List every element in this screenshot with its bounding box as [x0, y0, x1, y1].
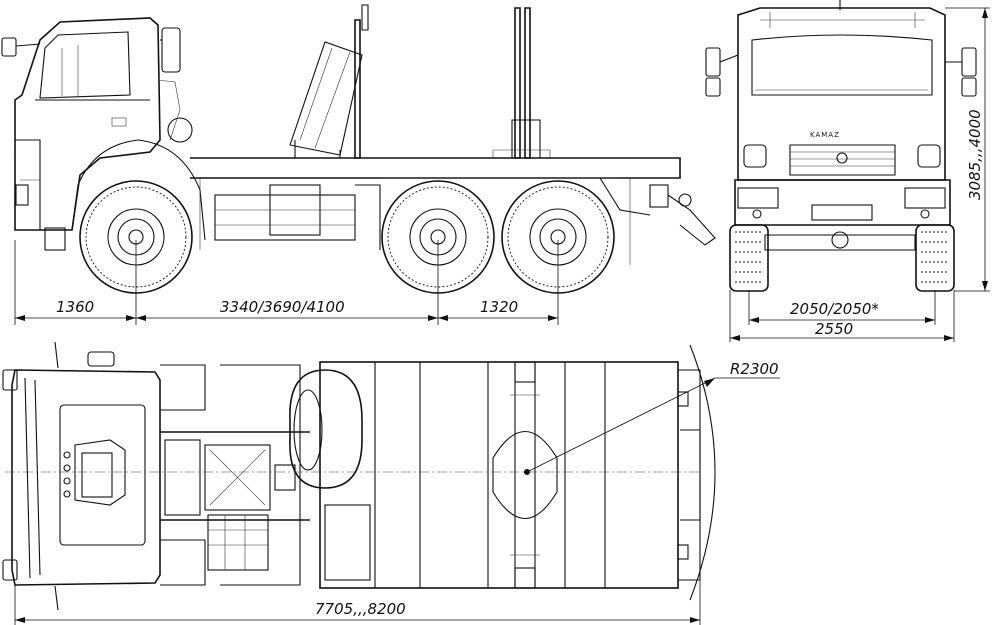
top-cab	[11, 369, 161, 586]
side-cab	[1, 17, 193, 251]
turning-radius-arc	[689, 344, 716, 601]
side-dimensions	[14, 240, 559, 325]
rear-axle-spacing-label: 1320	[480, 298, 518, 316]
top-chassis	[160, 364, 310, 586]
side-frame	[190, 157, 716, 265]
front-bumper	[734, 179, 951, 226]
front-left-tire	[729, 224, 769, 292]
front-grille	[789, 144, 896, 176]
length-label: 7705,,,8200	[315, 600, 406, 618]
front-view: KAMAZ 2050	[705, 0, 990, 342]
front-cab	[737, 7, 946, 181]
top-platform	[319, 361, 701, 589]
front-fender	[71, 139, 206, 241]
length-dimension	[14, 580, 701, 625]
side-view: 1360 3340/3690/4100 1320	[1, 4, 716, 325]
turn-radius-label: R2300	[730, 360, 779, 378]
front-dimensions	[729, 7, 990, 342]
track-label: 2050/2050*	[790, 300, 879, 318]
top-spare-tire	[289, 369, 363, 489]
front-right-tire	[915, 224, 955, 292]
top-view: R2300 7705,,,8200	[2, 341, 780, 625]
wheelbase-label: 3340/3690/4100	[220, 298, 345, 316]
front-overhang-label: 1360	[56, 298, 94, 316]
front-badge: KAMAZ	[810, 131, 840, 139]
height-label: 3085,,,4000	[966, 109, 984, 200]
width-label: 2550	[815, 320, 853, 338]
side-loader	[289, 4, 551, 159]
